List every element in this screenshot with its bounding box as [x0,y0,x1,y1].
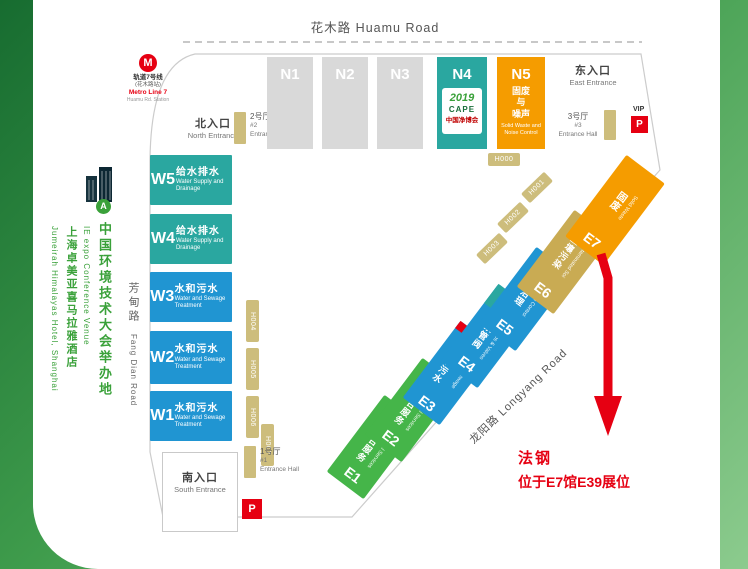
hall-n5-cn: 固废 与 噪声 [497,86,545,120]
corridor-h002: H002 [496,201,530,234]
hall-n5-label: N5 [511,66,531,83]
south-entrance-cn: 南入口 [182,472,218,484]
fangdian-road-label: 芳甸路 Fang Dian Road [125,282,141,407]
booth-annotation-company: 法钢 [518,450,553,467]
metro-line-cn: 轨道7号线 [133,74,163,81]
metro-station-en: Huamu Rd. Station [126,97,170,104]
longyang-road-cn: 龙阳路 [467,412,502,447]
hall-n3: N3 [377,57,423,149]
hall-n3-label: N3 [390,66,410,83]
hall-n4-label: N4 [452,66,472,83]
hall-w2-cn: 水和污水 [174,344,219,356]
hall-w3-cn: 水和污水 [174,283,219,295]
huamu-road-cn: 花木路 [310,21,352,35]
north-entrance-cn: 北入口 [195,118,231,130]
corridor-h004: H004 [246,300,259,342]
east-entrance-cn: 东入口 [575,65,611,77]
south-parking-icon: P [242,499,262,519]
hall-w3-label: W3 [150,288,175,305]
hall-w3-en: Water and Sewage Treatment [174,296,226,310]
venue-title-cn: 中国环境技术大会举办地 [97,222,112,398]
cape-logo-year: 2019 [449,92,475,104]
corridor-h006: H006 [246,396,259,438]
entrance-hall-2-box [234,112,246,144]
entrance-hall-3-label: 3号厅 #3 Entrance Hall [556,112,600,139]
cape-logo-name: CAPE [448,105,476,115]
venue-hotel-cn: 上海卓美亚喜马拉雅酒店 [65,226,77,369]
cape-logo-cn: 中国净博会 [445,116,479,124]
vip-label: VIP [633,106,645,113]
metro-line-en: Metro Line 7 [128,89,168,96]
hall-w5-en: Water Supply and Drainage [175,179,224,193]
longyang-road-en: Longyang Road [496,346,570,419]
hall-n4: N4 2019 CAPE 中国净博会 [437,57,487,149]
hall-w1-label: W1 [150,407,175,424]
entrance-hall-1-no: #1 [260,457,268,465]
hall-n5: N5 固废 与 噪声 Solid Waste and Noise Control [497,57,545,149]
hall-n5-en: Solid Waste and Noise Control [501,122,541,136]
hall-n5-cn-line2: 与 [516,97,526,108]
metro-station-badge: M 轨道7号线 (花木路站) Metro Line 7 Huamu Rd. St… [120,54,176,103]
hall-n2: N2 [322,57,368,149]
corridor-h001: H001 [520,171,554,204]
entrance-hall-3-cn: 3号厅 [567,112,589,121]
entrance-hall-1-en: Entrance Hall [260,465,300,473]
hall-w4-cn: 给水排水 [175,225,220,237]
corridor-h005: H005 [246,348,259,390]
hotel-building-icon [86,167,112,202]
entrance-hall-3-en: Entrance Hall [558,130,598,138]
huamu-road-label: 花木路 Huamu Road [305,17,445,36]
booth-annotation-location: 位于E7馆E39展位 [518,474,631,490]
venue-hotel-en: Jumeirah Himalayas Hotel, Shanghai [50,226,59,392]
metro-logo-icon: M [139,54,157,72]
hall-w5-cn: 给水排水 [175,166,220,178]
hall-w4-label: W4 [150,230,175,247]
east-entrance-label: 东入口 East Entrance [560,62,626,87]
metro-station-cn: (花木路站) [135,82,161,89]
entrance-hall-2-cn: 2号厅 [250,112,271,121]
hall-n5-cn-line1: 固废 [511,86,530,96]
fangdian-road-cn: 芳甸路 [127,282,139,324]
hall-w5-label: W5 [150,171,175,188]
cape-expo-logo: 2019 CAPE 中国净博会 [442,88,482,134]
south-entrance-en: South Entrance [174,485,226,494]
hall-w2-en: Water and Sewage Treatment [174,356,226,370]
entrance-hall-3-no: #3 [574,122,582,130]
east-entrance-en: East Entrance [569,78,617,87]
entrance-hall-1-cn: 1号厅 [260,447,281,456]
south-entrance-block: 南入口 South Entrance [162,452,238,532]
north-entrance-en: North Entrance [187,131,239,140]
hall-w1-cn: 水和污水 [174,402,219,414]
north-entrance-label: 北入口 North Entrance [183,115,243,140]
fangdian-road-en: Fang Dian Road [129,334,138,407]
hall-w2-label: W2 [150,348,175,366]
venue-marker-a: A [96,199,111,214]
venue-title-en: IE expo Conference Venue [82,226,91,346]
corridor-h000: H000 [488,153,520,166]
vip-parking-icon: P [631,116,648,133]
hall-w1-en: Water and Sewage Treatment [174,415,226,429]
corridor-h003: H003 [475,232,509,265]
hall-w4-en: Water Supply and Drainage [175,238,224,252]
hall-n2-label: N2 [335,66,355,83]
entrance-hall-3-box [604,110,616,140]
hall-n5-cn-line3: 噪声 [511,108,530,119]
hall-n1: N1 [267,57,313,149]
entrance-hall-1-label: 1号厅 #1 Entrance Hall [260,447,299,474]
entrance-hall-1-box [244,446,256,478]
hall-n1-label: N1 [280,66,300,83]
entrance-hall-2-no: #2 [250,122,258,130]
corridor-h007: H007 [261,424,274,466]
huamu-road-en: Huamu Road [355,21,440,35]
